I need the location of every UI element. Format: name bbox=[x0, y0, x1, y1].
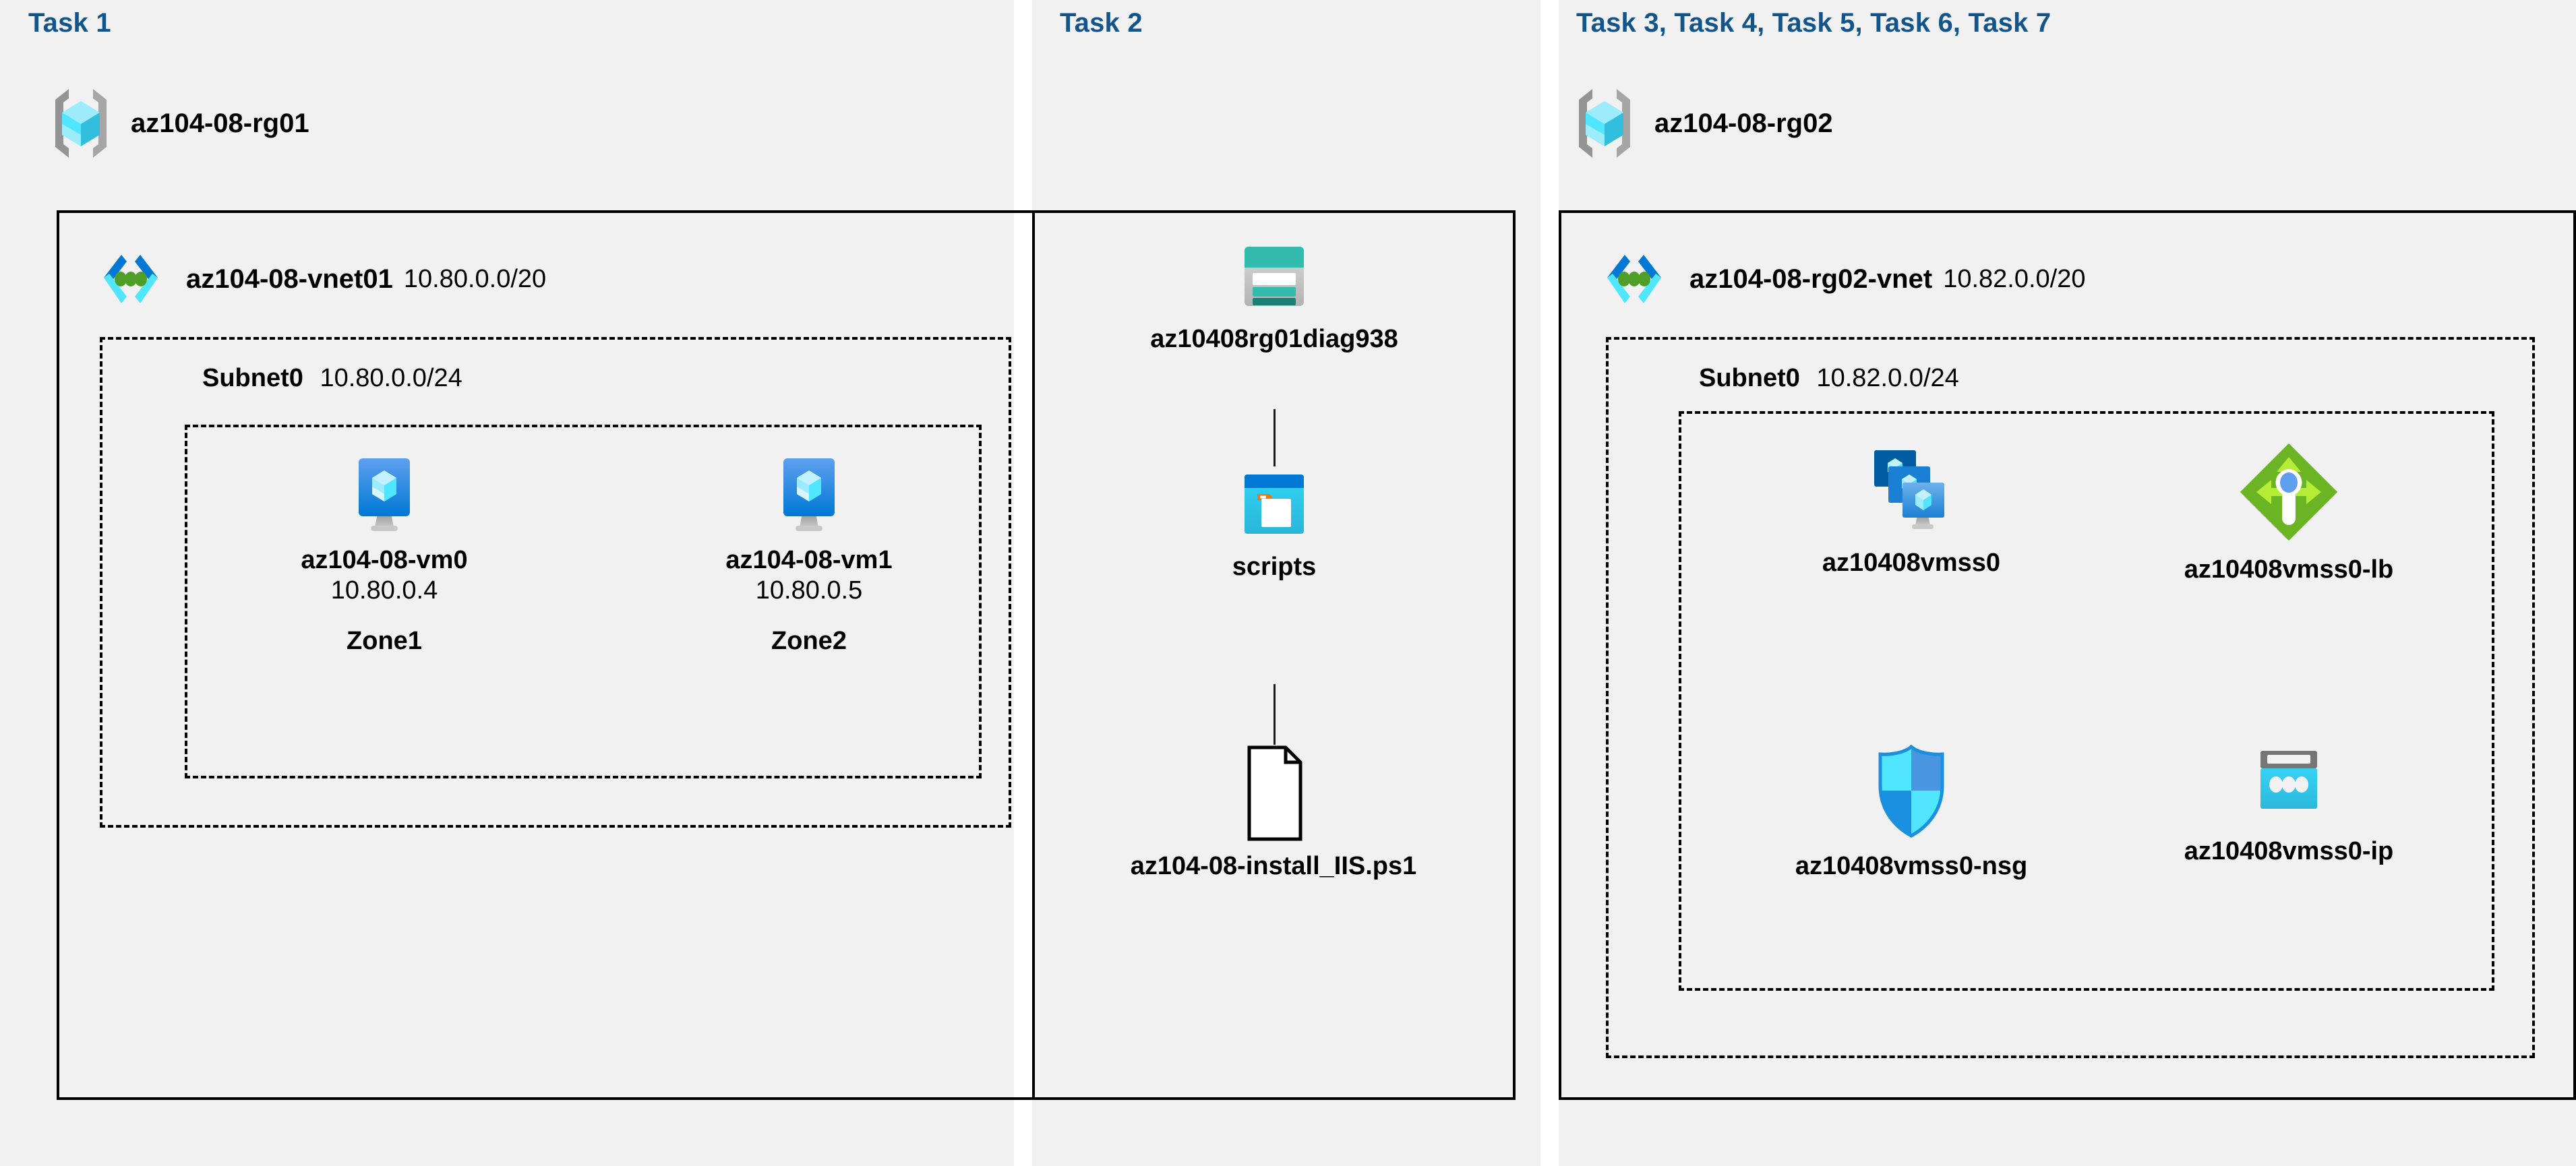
task1-vnet-name: az104-08-vnet01 bbox=[186, 264, 393, 294]
vm-node-0-name: az104-08-vm0 bbox=[301, 546, 468, 574]
vm-node-1-name: az104-08-vm1 bbox=[725, 546, 893, 574]
storage-account-node[interactable]: az10408rg01diag938 bbox=[1106, 237, 1443, 354]
task1-title: Task 1 bbox=[28, 8, 111, 38]
panel-task2 bbox=[1032, 0, 1540, 1166]
task3to7-resource-group: az104-08-rg02 bbox=[1572, 86, 1833, 160]
resource-group-icon bbox=[1572, 86, 1637, 160]
virtual-network-icon bbox=[94, 243, 167, 315]
task3to7-vnet-box bbox=[1559, 210, 2576, 1100]
task1-vm-group-box bbox=[185, 425, 982, 778]
connector-scripts-to-file bbox=[1274, 684, 1276, 745]
task1-subnet-box bbox=[100, 337, 1011, 828]
public-ip-name: az10408vmss0-ip bbox=[2184, 837, 2394, 865]
task1-subnet-label: Subnet0 10.80.0.0/24 bbox=[202, 364, 462, 393]
vm-node-0-zone: Zone1 bbox=[347, 627, 422, 655]
task1-resource-group: az104-08-rg01 bbox=[49, 86, 309, 160]
blob-container-icon bbox=[1235, 465, 1313, 543]
load-balancer-icon bbox=[2235, 438, 2343, 546]
vmss-name: az10408vmss0 bbox=[1822, 549, 2001, 577]
task3to7-subnet-cidr: 10.82.0.0/24 bbox=[1816, 364, 1959, 392]
virtual-machine-icon bbox=[347, 456, 422, 536]
vmss-node[interactable]: az10408vmss0 bbox=[1733, 445, 2090, 578]
vm-node-1-ip: 10.80.0.5 bbox=[755, 576, 863, 605]
task3to7-rg-name: az104-08-rg02 bbox=[1654, 108, 1833, 138]
task3to7-subnet-label: Subnet0 10.82.0.0/24 bbox=[1699, 364, 1959, 393]
task1-vnet-cidr: 10.80.0.0/20 bbox=[403, 264, 547, 293]
connector-storage-to-scripts bbox=[1274, 409, 1276, 466]
resource-group-icon bbox=[49, 86, 113, 160]
vm-node-1[interactable]: az104-08-vm1 10.80.0.5 Zone2 bbox=[688, 456, 930, 656]
network-security-group-icon bbox=[1868, 741, 1954, 842]
virtual-network-icon bbox=[1598, 243, 1671, 315]
nsg-name: az10408vmss0-nsg bbox=[1795, 852, 2028, 880]
vm-node-0[interactable]: az104-08-vm0 10.80.0.4 Zone1 bbox=[263, 456, 506, 656]
nsg-node[interactable]: az10408vmss0-nsg bbox=[1719, 741, 2103, 881]
vm-scale-set-icon bbox=[1861, 445, 1962, 539]
blob-container-node[interactable]: scripts bbox=[1160, 465, 1389, 582]
file-icon bbox=[1234, 745, 1313, 842]
task3to7-resources-box bbox=[1679, 411, 2494, 991]
load-balancer-name: az10408vmss0-lb bbox=[2184, 555, 2394, 584]
public-ip-node[interactable]: az10408vmss0-ip bbox=[2110, 741, 2467, 866]
storage-account-name: az10408rg01diag938 bbox=[1150, 325, 1398, 353]
task3to7-vnet-name: az104-08-rg02-vnet bbox=[1689, 264, 1933, 294]
task3to7-title: Task 3, Task 4, Task 5, Task 6, Task 7 bbox=[1576, 8, 2051, 38]
task2-title: Task 2 bbox=[1060, 8, 1143, 38]
task3to7-vnet-header: az104-08-rg02-vnet 10.82.0.0/20 bbox=[1598, 243, 2086, 315]
script-file-node[interactable]: az104-08-install_IIS.ps1 bbox=[1071, 745, 1476, 881]
task1-vnet-header: az104-08-vnet01 10.80.0.0/20 bbox=[94, 243, 546, 315]
storage-account-icon bbox=[1235, 237, 1313, 315]
script-file-name: az104-08-install_IIS.ps1 bbox=[1130, 852, 1417, 880]
vm-node-0-ip: 10.80.0.4 bbox=[330, 576, 438, 605]
task3to7-subnet-box bbox=[1606, 337, 2535, 1058]
vm-node-1-zone: Zone2 bbox=[771, 627, 847, 655]
blob-container-name: scripts bbox=[1232, 553, 1317, 581]
panel-task1 bbox=[0, 0, 1014, 1166]
task1-rg-name: az104-08-rg01 bbox=[131, 108, 309, 138]
task1-subnet-name: Subnet0 bbox=[202, 364, 303, 392]
task1-subnet-cidr: 10.80.0.0/24 bbox=[320, 364, 462, 392]
panel-task3to7 bbox=[1559, 0, 2576, 1166]
public-ip-address-icon bbox=[2246, 741, 2332, 828]
virtual-machine-icon bbox=[771, 456, 847, 536]
task2-content-box bbox=[1032, 210, 1516, 1100]
task3to7-vnet-cidr: 10.82.0.0/20 bbox=[1943, 264, 2086, 293]
task3to7-subnet-name: Subnet0 bbox=[1699, 364, 1800, 392]
load-balancer-node[interactable]: az10408vmss0-lb bbox=[2110, 438, 2467, 584]
